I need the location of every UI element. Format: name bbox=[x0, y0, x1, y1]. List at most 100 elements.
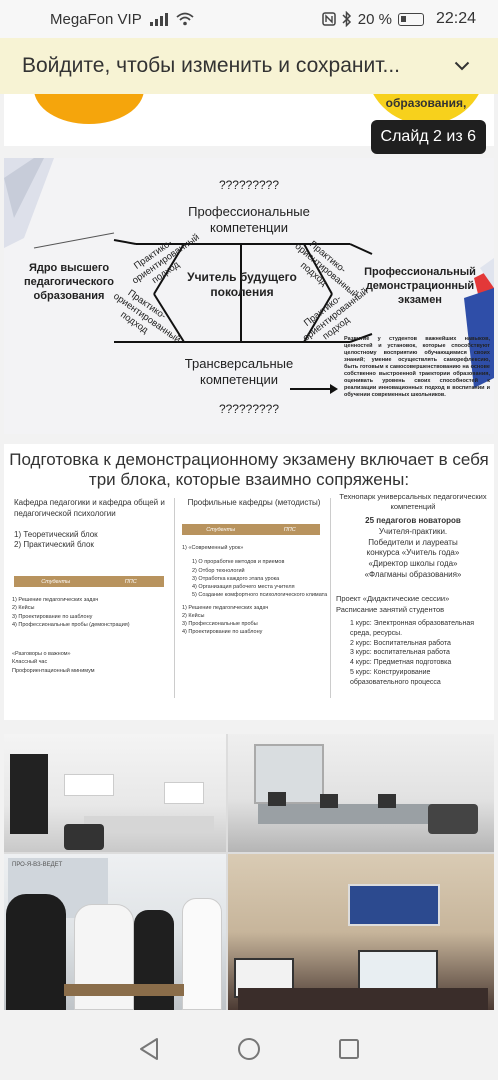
col2-list-item: 2) Кейсы bbox=[182, 612, 205, 619]
slide-list[interactable]: образования, Слайд 2 из 6 ????????? П bbox=[0, 94, 498, 1018]
col1-bar-left: Студенты bbox=[41, 578, 71, 585]
center-label: Учитель будущего поколения bbox=[187, 270, 297, 299]
col3-course: 3 курс: воспитательная работа bbox=[350, 649, 450, 657]
slide1-badge-text: образования, bbox=[385, 96, 467, 110]
wall-board-text: ПРО-Я-ВЗ-ВЕДЕТ bbox=[12, 862, 63, 868]
col2-list-item: 4) Проектирование по шаблону bbox=[182, 629, 263, 636]
photo-classroom-2 bbox=[228, 734, 494, 852]
col1-extra-item: Классный час bbox=[12, 659, 48, 666]
clock: 22:24 bbox=[435, 10, 476, 27]
col2-header: Профильные кафедры (методисты) bbox=[187, 498, 321, 507]
recents-icon[interactable] bbox=[338, 1038, 360, 1060]
col1-bar: Студенты ППС bbox=[14, 576, 164, 587]
col2-sub-item: 4) Организация рабочего места учителя bbox=[192, 584, 295, 590]
monitor bbox=[268, 792, 286, 806]
col2-bar: Студенты ППС bbox=[182, 524, 320, 535]
slide-counter: Слайд 2 из 6 bbox=[370, 120, 486, 154]
battery-percent: 20 % bbox=[357, 10, 392, 28]
col2-body: 1) «Современный урок» 1) О проработке ме… bbox=[182, 544, 328, 637]
col2-list-item: 1) Решение педагогических задач bbox=[182, 604, 269, 611]
col3-line: Учителя-практики. bbox=[378, 526, 448, 536]
col2-lesson: 1) «Современный урок» bbox=[182, 545, 244, 551]
carrier-label: MegaFon VIP bbox=[50, 10, 142, 28]
student-group bbox=[6, 894, 66, 1010]
chair bbox=[64, 824, 104, 850]
col2-sub-item: 5) Создание комфортного психологического… bbox=[192, 592, 328, 599]
col3-line: «Флагманы образования» bbox=[364, 569, 462, 579]
col2-sub-item: 2) Отбор технологий bbox=[192, 567, 245, 574]
col1-item-1: 1) Теоретический блок bbox=[14, 529, 98, 539]
col2-list: 1) Решение педагогических задач 2) Кейсы… bbox=[182, 604, 328, 637]
sign-in-banner[interactable]: Войдите, чтобы изменить и сохранит... bbox=[0, 38, 498, 94]
projector-screen bbox=[348, 884, 440, 926]
core-label: Ядро высшего педагогического образования bbox=[23, 262, 115, 302]
col3-course: 1 курс: Электронная образовательная сред… bbox=[350, 620, 475, 637]
col1-item-2: 2) Практический блок bbox=[14, 540, 94, 550]
photo-lecture bbox=[228, 854, 494, 1010]
prof-competencies: Профессиональные компетенции bbox=[188, 204, 310, 236]
question-marks-bottom: ????????? bbox=[218, 402, 280, 416]
col3-bold: 25 педагогов новаторов bbox=[365, 516, 461, 525]
col3-line: Победители и лауреаты bbox=[368, 537, 458, 547]
col1-list-item: 3) Проектирование по шаблону bbox=[12, 613, 93, 620]
col3-header: Технопарк универсальных педагогических к… bbox=[339, 492, 487, 512]
col2-list-item: 3) Профессиональные пробы bbox=[182, 621, 258, 627]
col3-course: 2 курс: Воспитательная работа bbox=[350, 639, 451, 647]
nfc-icon bbox=[322, 12, 336, 26]
wall-panel bbox=[64, 774, 114, 796]
col2-sublist: 1) О проработке методов и приемов 2) Отб… bbox=[182, 558, 328, 599]
col3-project: Проект «Дидактические сессии» bbox=[336, 594, 450, 603]
col3-line: «Директор школы года» bbox=[368, 559, 458, 569]
window bbox=[254, 744, 324, 804]
col3-body: 25 педагогов новаторов Учителя-практики.… bbox=[336, 516, 490, 581]
student-group bbox=[182, 898, 222, 1010]
col1-list-item: 1) Решение педагогических задач bbox=[12, 597, 99, 603]
chairs bbox=[428, 804, 478, 834]
wifi-icon bbox=[176, 12, 194, 26]
screen-shape bbox=[10, 754, 48, 834]
slide-2[interactable]: ????????? Профессиональные компетенции Я… bbox=[4, 158, 494, 434]
development-note: Развитие у студентов важнейших навыков, … bbox=[344, 336, 490, 399]
col1-list: 1) Решение педагогических задач 2) Кейсы… bbox=[12, 596, 172, 629]
battery-icon bbox=[397, 12, 424, 26]
desks bbox=[84, 816, 214, 832]
back-icon[interactable] bbox=[138, 1037, 160, 1061]
col2-sub-item: 1) О проработке методов и приемов bbox=[192, 559, 285, 566]
col1-list-item: 4) Профессиональные пробы (демонстрация) bbox=[12, 621, 130, 628]
col1-extra: «Разговоры о важном» Классный час Профор… bbox=[12, 650, 172, 675]
col3-schedule-title: Расписание занятий студентов bbox=[336, 604, 445, 614]
slide3-title: Подготовка к демонстрационному экзамену … bbox=[9, 450, 489, 490]
monitor bbox=[320, 794, 338, 808]
signal-icon bbox=[149, 12, 168, 26]
col1-header: Кафедра педагогики и кафедра общей и пед… bbox=[14, 498, 165, 518]
slide-3[interactable]: Подготовка к демонстрационному экзамену … bbox=[4, 444, 494, 720]
chevron-down-icon[interactable] bbox=[448, 52, 476, 80]
photo-classroom-1 bbox=[4, 734, 226, 852]
status-bar: MegaFon VIP 20 % 22:24 bbox=[0, 0, 498, 38]
col-divider-1 bbox=[174, 498, 175, 698]
system-nav-bar bbox=[0, 1018, 498, 1080]
wall-panel bbox=[164, 782, 204, 804]
col1-extra-item: Профориентационный минимум bbox=[12, 667, 95, 674]
col1-bar-right: ППС bbox=[124, 578, 137, 585]
transversal-competencies: Трансверсальные компетенции bbox=[184, 356, 294, 388]
col-divider-2 bbox=[330, 498, 331, 698]
slide-4[interactable]: ПРО-Я-ВЗ-ВЕДЕТ bbox=[4, 734, 494, 1010]
home-icon[interactable] bbox=[237, 1037, 261, 1061]
col3-line: конкурса «Учитель года» bbox=[366, 548, 460, 558]
orange-shape bbox=[34, 94, 144, 124]
col1-list-item: 2) Кейсы bbox=[12, 605, 35, 612]
question-marks-top: ????????? bbox=[218, 178, 280, 192]
monitor bbox=[378, 794, 396, 808]
col3-schedule: Проект «Дидактические сессии» Расписание… bbox=[336, 594, 490, 688]
desks bbox=[258, 804, 458, 824]
exam-label: Профессиональный демонстрационный экзаме… bbox=[364, 266, 476, 306]
column-pedagogy: Кафедра педагогики и кафедра общей и пед… bbox=[14, 498, 170, 551]
col1-extra-item: «Разговоры о важном» bbox=[12, 651, 71, 657]
audience bbox=[238, 988, 488, 1010]
slide2-decor bbox=[4, 158, 494, 394]
photo-students: ПРО-Я-ВЗ-ВЕДЕТ bbox=[4, 854, 226, 1010]
col2-sub-item: 3) Отработка каждого этапа урока bbox=[192, 575, 280, 582]
bluetooth-icon bbox=[342, 11, 351, 27]
col2-bar-left: Студенты bbox=[206, 526, 236, 533]
